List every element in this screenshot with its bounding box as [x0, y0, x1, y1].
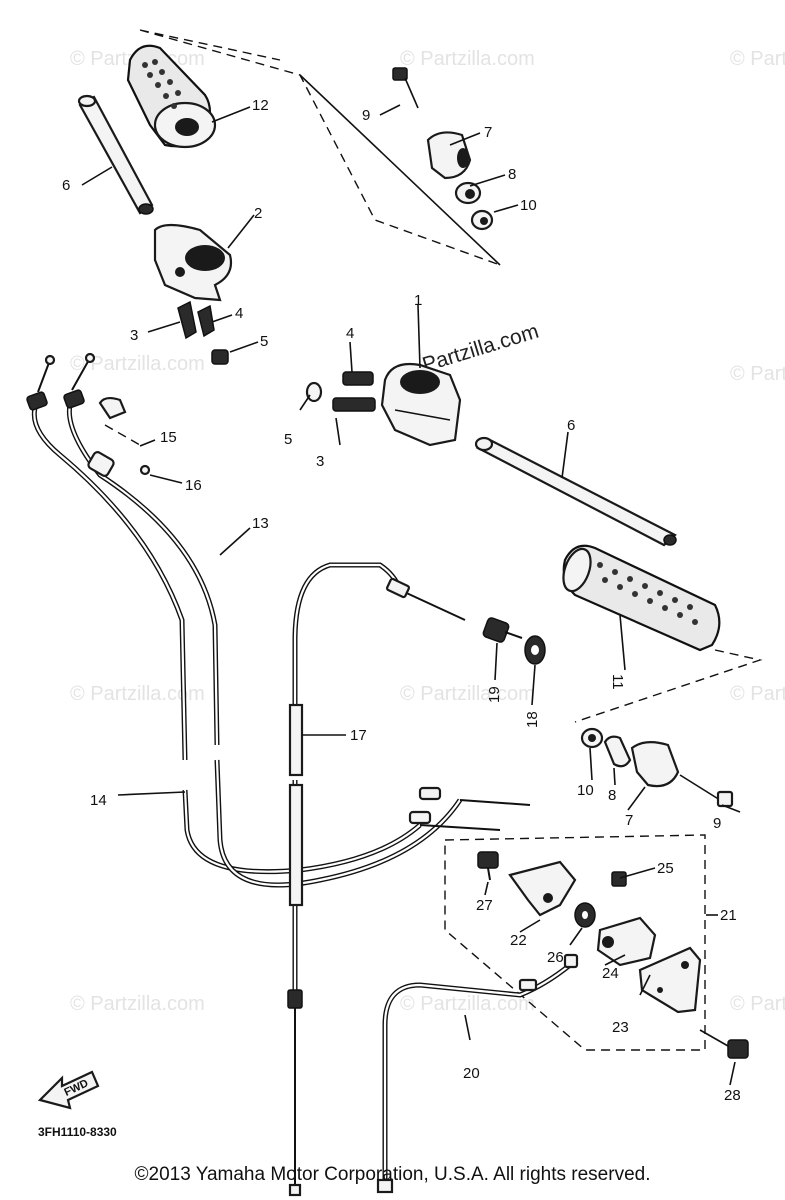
screw-3-left — [177, 300, 197, 340]
callout-8a: 8 — [508, 166, 516, 183]
callout-13: 13 — [252, 515, 269, 532]
bar-end-lower-group — [580, 727, 734, 808]
callout-4a: 4 — [235, 305, 243, 322]
callout-16: 16 — [185, 477, 202, 494]
collar-8-lower — [603, 735, 632, 768]
watermark: © Partzilla.com — [400, 48, 535, 70]
callout-27: 27 — [476, 897, 493, 914]
bolt-9-lower — [679, 774, 734, 808]
callout-24: 24 — [602, 965, 619, 982]
grip-frame — [574, 649, 763, 723]
watermark: © Partzilla.com — [400, 683, 535, 705]
throttle-tube-6-right — [474, 436, 677, 547]
callout-3b: 3 — [316, 453, 324, 470]
nut-10-lower — [580, 727, 604, 749]
callout-7a: 7 — [484, 124, 492, 141]
callout-25: 25 — [657, 860, 674, 877]
callout-9b: 9 — [713, 815, 721, 832]
watermark: © Partzilla.com — [730, 993, 785, 1015]
callout-18: 18 — [524, 711, 541, 728]
right-housing-group — [305, 362, 462, 447]
callout-22: 22 — [510, 932, 527, 949]
callout-10a: 10 — [520, 197, 537, 214]
bolt-9-upper — [392, 67, 419, 109]
watermark: © Partzilla.com — [70, 353, 205, 375]
callout-5b: 5 — [284, 431, 292, 448]
watermark: © Partzilla.com — [400, 993, 535, 1015]
callout-23: 23 — [612, 1019, 629, 1036]
bolt-28 — [699, 1029, 749, 1059]
copyright-notice: ©2013 Yamaha Motor Corporation, U.S.A. A… — [134, 1164, 651, 1185]
callout-5a: 5 — [260, 333, 268, 350]
callout-1: 1 — [414, 292, 422, 309]
callout-26: 26 — [547, 949, 564, 966]
callout-10b: 10 — [577, 782, 594, 799]
callout-6a: 6 — [62, 177, 70, 194]
callout-labels: 12 6 2 3 4 5 9 7 8 10 1 4 5 3 6 15 16 13… — [62, 97, 741, 1104]
callout-4b: 4 — [346, 325, 354, 342]
left-grip-group — [77, 29, 501, 365]
throttle-housing-2 — [153, 223, 233, 302]
washer-26 — [574, 902, 596, 928]
spring-16 — [139, 464, 151, 476]
callout-28: 28 — [724, 1087, 741, 1104]
nut-5-left — [211, 349, 229, 365]
callout-21: 21 — [720, 907, 737, 924]
fwd-arrow: FWD — [37, 1070, 100, 1110]
choke-knob-19 — [482, 617, 523, 643]
callout-6b: 6 — [567, 417, 575, 434]
choke-lever-group — [444, 834, 749, 1059]
callout-7b: 7 — [625, 812, 633, 829]
callout-8b: 8 — [608, 787, 616, 804]
watermark: © Partzilla.com — [730, 363, 785, 385]
weight-7-upper — [426, 131, 472, 180]
adjuster-15-link — [104, 424, 141, 446]
callout-11: 11 — [609, 674, 626, 690]
screw-3-right — [332, 397, 376, 412]
callout-2: 2 — [254, 205, 262, 222]
throttle-tube-6 — [77, 94, 154, 215]
callout-9a: 9 — [362, 107, 370, 124]
callout-3a: 3 — [130, 327, 138, 344]
nut-18 — [524, 635, 546, 665]
group-frame-top — [139, 29, 501, 266]
grip-11 — [562, 544, 763, 723]
watermark-center: Partzilla.com — [420, 320, 542, 377]
watermark: © Partzilla.com — [70, 993, 205, 1015]
switch-housing-1 — [380, 362, 462, 447]
callout-14: 14 — [90, 792, 107, 809]
callout-20: 20 — [463, 1065, 480, 1082]
weight-7-lower — [630, 741, 680, 788]
holder-24 — [596, 916, 657, 967]
grip-12 — [126, 44, 217, 149]
lever-22 — [508, 860, 577, 917]
diagram-code: 3FH1110-8330 — [38, 1125, 117, 1139]
nut-5-right — [305, 381, 323, 403]
nut-10-upper — [470, 209, 494, 231]
group-frame-diagonal — [299, 74, 501, 266]
cable-13 — [66, 404, 463, 888]
watermark-layer: © Partzilla.com © Partzilla.com © Partzi… — [70, 48, 785, 1015]
watermark: © Partzilla.com — [730, 48, 785, 70]
choke-lever-frame — [444, 834, 706, 1051]
screw-25 — [611, 871, 627, 887]
watermark: © Partzilla.com — [730, 683, 785, 705]
callout-17: 17 — [350, 727, 367, 744]
choke-cable-17 — [287, 562, 466, 1197]
callout-12: 12 — [252, 97, 269, 114]
screw-27 — [477, 851, 499, 881]
bracket-23 — [638, 946, 702, 1014]
fwd-arrow-icon — [37, 1070, 100, 1110]
screw-4-right — [342, 371, 374, 386]
adjuster-15 — [98, 396, 141, 446]
choke-cable-20 — [376, 953, 579, 1194]
screw-4-left — [197, 304, 215, 338]
collar-8-upper — [454, 181, 482, 205]
callout-15: 15 — [160, 429, 177, 446]
bar-end-upper-group — [392, 67, 494, 231]
leader-lines — [81, 104, 741, 1086]
watermark: © Partzilla.com — [70, 683, 205, 705]
callout-19: 19 — [486, 686, 503, 703]
